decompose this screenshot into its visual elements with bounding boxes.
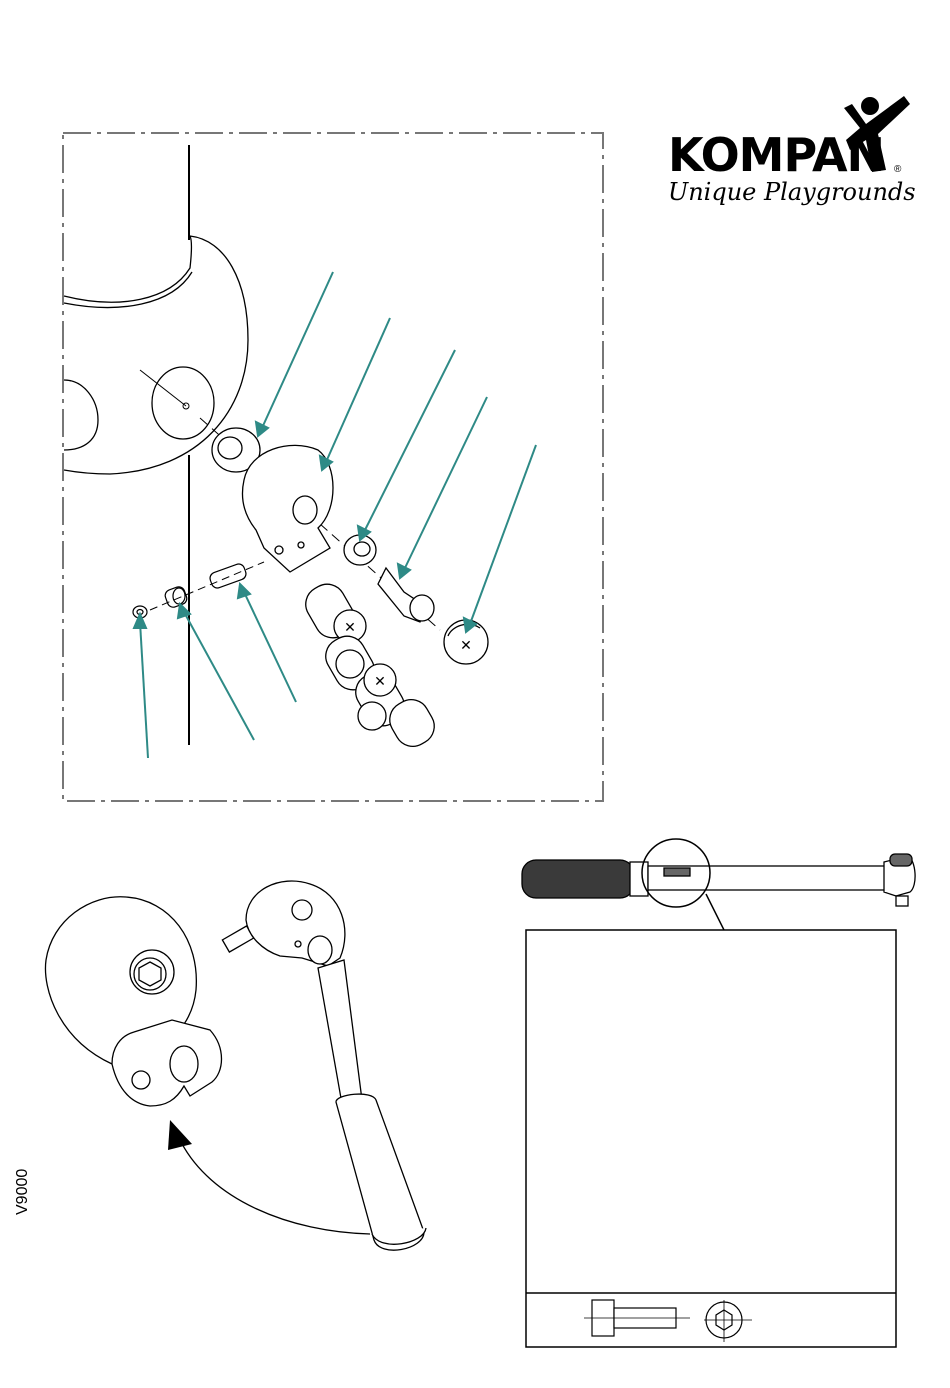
torque-table	[526, 930, 896, 1347]
ratchet	[222, 881, 426, 1250]
svg-text:✕: ✕	[374, 673, 386, 689]
svg-text:✕: ✕	[460, 637, 472, 653]
small-bushing	[164, 585, 189, 609]
rotation-arrow	[180, 1140, 370, 1234]
bolt-sleeve	[378, 568, 434, 622]
callout-arrows	[134, 272, 536, 758]
clamp	[243, 445, 334, 572]
brand-tagline: Unique Playgrounds	[668, 178, 916, 206]
brand-name: KOMPAN	[668, 128, 884, 182]
svg-text:✕: ✕	[344, 619, 356, 635]
ball-closeup	[45, 897, 221, 1106]
document-code: V9000	[14, 1169, 32, 1215]
rotation-arrow-head	[168, 1120, 192, 1150]
small-axis	[150, 562, 264, 610]
wrench-leader	[706, 894, 724, 930]
torque-wrench	[522, 854, 915, 906]
registered-mark: ®	[894, 164, 901, 175]
